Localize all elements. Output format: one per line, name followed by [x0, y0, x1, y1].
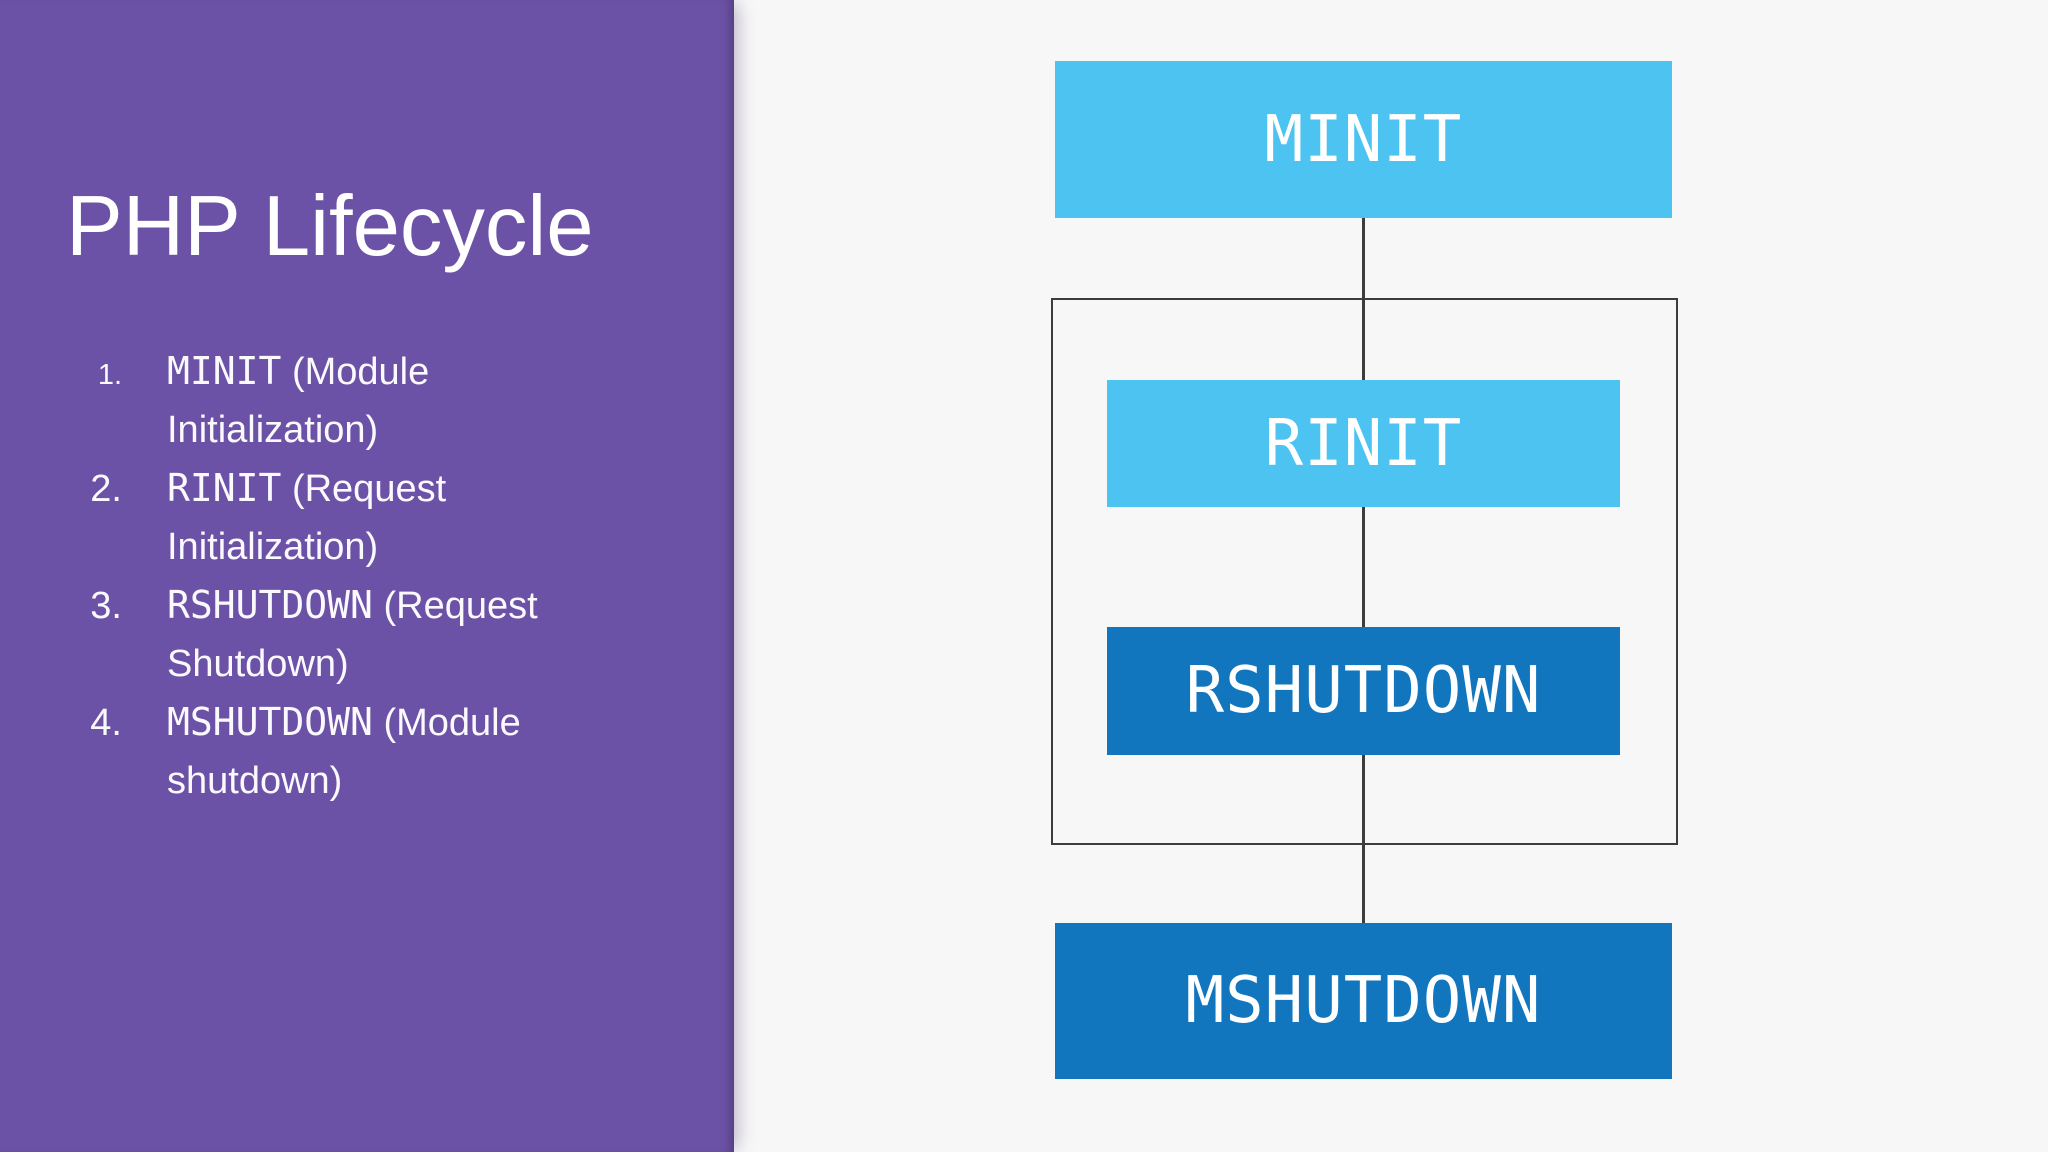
- list-item-keyword: MSHUTDOWN: [167, 700, 373, 744]
- lifecycle-list: 1. MINIT (Module Initialization) 2. RINI…: [69, 342, 669, 810]
- flow-connector-line: [1362, 218, 1365, 923]
- flow-node-rinit: RINIT: [1107, 380, 1620, 507]
- list-item-text: RSHUTDOWN (Request Shutdown): [167, 576, 637, 693]
- list-item-number: 1.: [97, 359, 122, 391]
- flow-node-label: RSHUTDOWN: [1185, 654, 1542, 728]
- list-item: 2. RINIT (Request Initialization): [69, 459, 669, 576]
- list-item: 4. MSHUTDOWN (Module shutdown): [69, 693, 669, 810]
- list-item-description: (Module Initialization): [167, 351, 430, 451]
- list-item-keyword: RINIT: [167, 466, 282, 510]
- list-item-text: RINIT (Request Initialization): [167, 459, 637, 576]
- list-item-keyword: MINIT: [167, 349, 282, 393]
- list-item-number: 3.: [90, 585, 122, 627]
- flow-node-label: MSHUTDOWN: [1185, 964, 1542, 1038]
- flow-node-label: MINIT: [1264, 102, 1463, 177]
- diagram-canvas: MINIT RINIT RSHUTDOWN MSHUTDOWN: [734, 0, 2048, 1152]
- flow-node-label: RINIT: [1264, 406, 1463, 481]
- flow-node-mshutdown: MSHUTDOWN: [1055, 923, 1672, 1079]
- list-item-keyword: RSHUTDOWN: [167, 583, 373, 627]
- list-item-text: MSHUTDOWN (Module shutdown): [167, 693, 637, 810]
- sidebar: PHP Lifecycle 1. MINIT (Module Initializ…: [0, 0, 734, 1152]
- flow-node-rshutdown: RSHUTDOWN: [1107, 627, 1620, 755]
- list-item-text: MINIT (Module Initialization): [167, 342, 637, 459]
- request-loop-container: [1051, 298, 1678, 845]
- list-item-number: 2.: [90, 468, 122, 510]
- list-item-description: (Request Shutdown): [167, 585, 538, 685]
- list-item: 1. MINIT (Module Initialization): [69, 342, 669, 459]
- list-item-description: (Request Initialization): [167, 468, 447, 568]
- flow-node-minit: MINIT: [1055, 61, 1672, 218]
- page-title: PHP Lifecycle: [66, 179, 594, 274]
- list-item-number: 4.: [90, 702, 122, 744]
- list-item-description: (Module shutdown): [167, 702, 521, 802]
- list-item: 3. RSHUTDOWN (Request Shutdown): [69, 576, 669, 693]
